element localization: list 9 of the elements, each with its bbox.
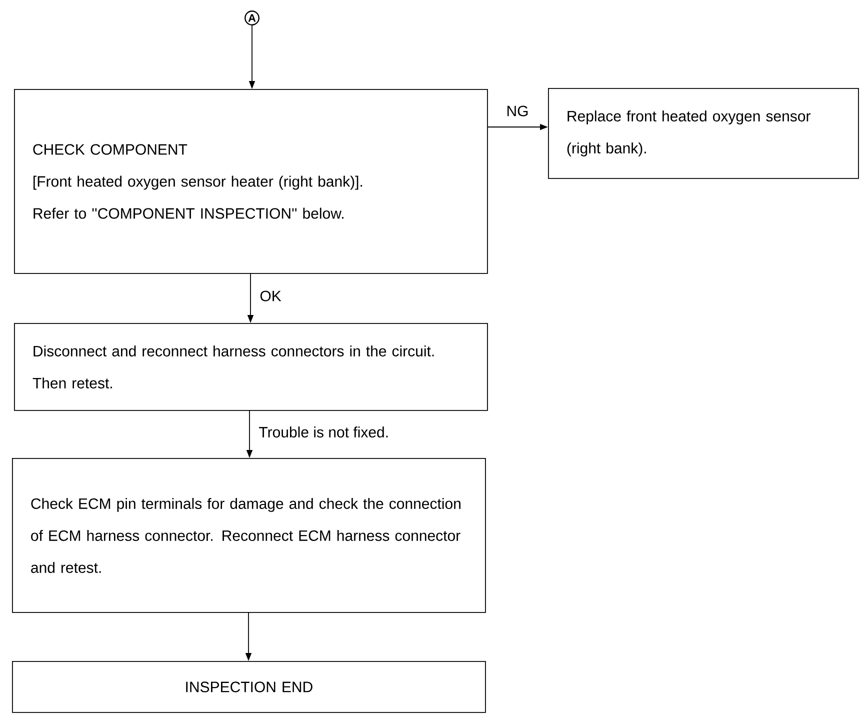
edge-label: OK: [258, 290, 282, 302]
process-box: INSPECTION END: [12, 661, 486, 713]
process-box: Replace front heated oxygen sensor (right bank).: [548, 88, 859, 179]
edge-label: NG: [505, 104, 530, 118]
edge-label: Trouble is not fixed.: [258, 426, 390, 439]
process-box: CHECK COMPONENT [Front heated oxygen sensor heater (right bank)]. Refer to ''COMPONENT INSPECTION'' below.: [14, 89, 488, 274]
circled-letter: A: [244, 10, 260, 26]
process-box: Disconnect and reconnect harness connectors in the circuit. Then retest.: [14, 323, 488, 411]
process-box: Check ECM pin terminals for damage and check the connection of ECM harness connector. Reconnect ECM harness connector and retest.: [12, 458, 486, 613]
